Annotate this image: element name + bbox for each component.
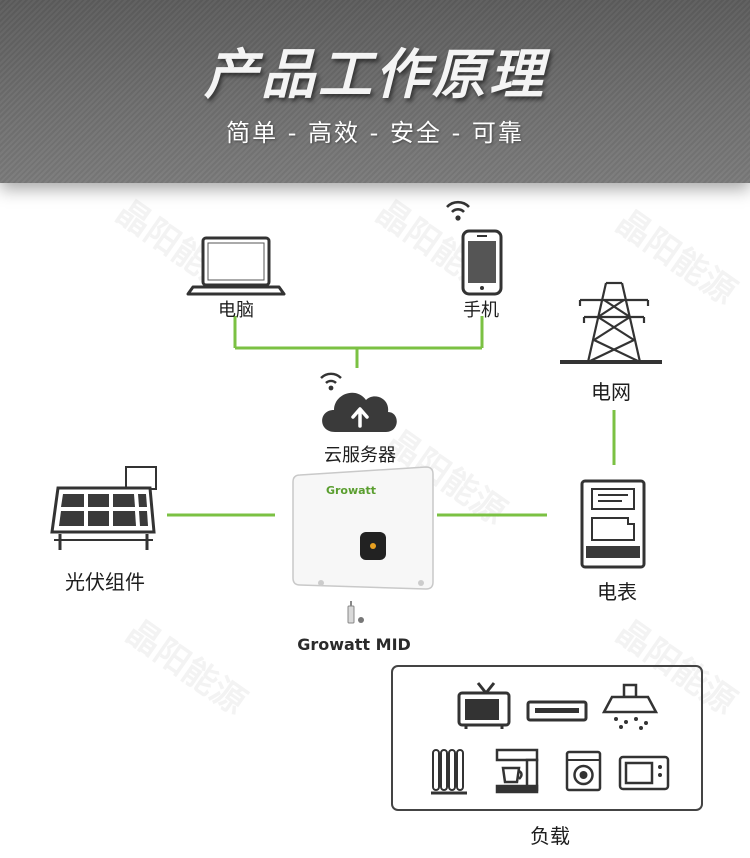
range-hood-icon [601, 683, 659, 730]
power-tower-icon [560, 281, 662, 364]
phone-icon [461, 229, 503, 296]
label-grid: 电网 [591, 380, 631, 404]
coffee-machine-icon [495, 748, 539, 794]
label-load: 负载 [530, 824, 570, 848]
wifi-icon [446, 200, 470, 221]
label-mid: Growatt MID [297, 635, 411, 654]
connection-lines [167, 316, 616, 517]
inverter-brand-label: Growatt [325, 484, 377, 497]
electric-meter-icon [580, 479, 646, 569]
cloud-icon [322, 392, 397, 432]
header-banner: 产品工作原理 简单 - 高效 - 安全 - 可靠 [0, 0, 750, 183]
label-computer: 电脑 [218, 300, 254, 321]
label-meter: 电表 [597, 580, 637, 604]
page-title: 产品工作原理 [204, 43, 546, 106]
laptop-icon [186, 236, 286, 296]
washing-machine-icon [565, 750, 602, 792]
radiator-icon [431, 749, 467, 795]
page-subtitle: 简单 - 高效 - 安全 - 可靠 [226, 119, 524, 147]
microwave-icon [618, 755, 670, 791]
inverter-icon [292, 466, 434, 590]
solar-panel-icon [50, 466, 157, 550]
label-solar: 光伏组件 [65, 570, 145, 594]
load-group-box [391, 665, 703, 811]
tv-icon [457, 682, 511, 729]
mid-device-icon [347, 601, 364, 624]
label-phone: 手机 [463, 300, 499, 321]
label-cloud: 云服务器 [324, 445, 396, 466]
air-conditioner-icon [526, 700, 588, 722]
wifi-icon [320, 372, 342, 391]
